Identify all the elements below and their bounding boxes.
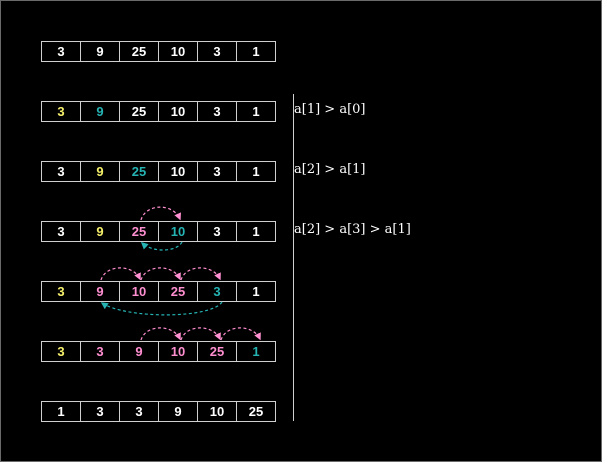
array-cell: 1 — [236, 281, 276, 302]
array-row-5: 3 3 9 10 25 1 — [41, 341, 276, 362]
array-cell: 1 — [236, 221, 276, 242]
array-row-6: 1 3 3 9 10 25 — [41, 401, 276, 422]
array-row-1: 3 9 25 10 3 1 — [41, 101, 276, 122]
comparison-note-3: a[2] > a[3] > a[1] — [294, 222, 411, 237]
shift-arrow — [140, 327, 181, 341]
array-cell: 1 — [236, 341, 276, 362]
array-row-3: 3 9 25 10 3 1 — [41, 221, 276, 242]
insert-arrow — [100, 301, 223, 316]
shift-arrow — [180, 267, 221, 281]
array-row-2: 3 9 25 10 3 1 — [41, 161, 276, 182]
array-cell: 25 — [236, 401, 276, 422]
vertical-divider — [293, 94, 294, 421]
comparison-note-2: a[2] > a[1] — [294, 162, 366, 177]
array-row-4: 3 9 10 25 3 1 — [41, 281, 276, 302]
comparison-note-1: a[1] > a[0] — [294, 102, 366, 117]
shift-arrow — [220, 327, 261, 341]
array-row-0: 3 9 25 10 3 1 — [41, 41, 276, 62]
shift-arrow — [140, 267, 181, 281]
array-cell: 1 — [236, 41, 276, 62]
array-cell: 1 — [236, 101, 276, 122]
shift-arrow — [180, 327, 221, 341]
array-cell: 1 — [236, 161, 276, 182]
insert-arrow — [140, 241, 183, 251]
shift-arrow — [140, 206, 181, 221]
shift-arrow — [100, 267, 141, 281]
